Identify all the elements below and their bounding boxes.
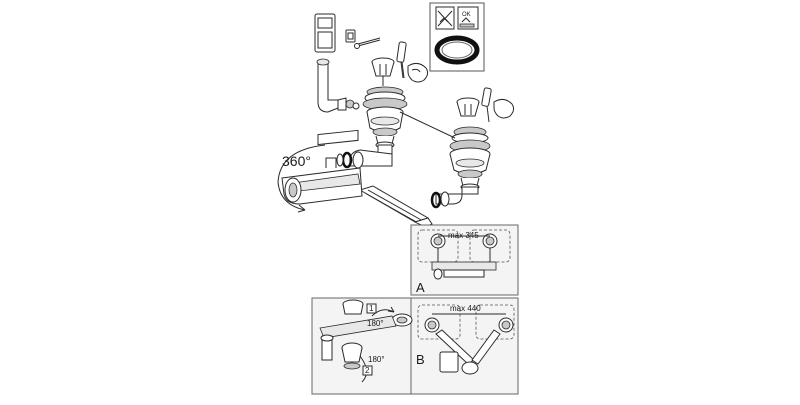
strainer-basket-left: [371, 57, 395, 86]
ok-label: OK: [462, 12, 471, 18]
overflow-pipe: [316, 58, 360, 113]
screw: [354, 37, 381, 49]
max-440-label: max 440: [450, 304, 481, 313]
siphon-trap: [281, 129, 363, 205]
variant-b-panel: max 440 B: [410, 297, 519, 395]
pipe-left-vertical: [336, 144, 393, 169]
screwdriver-icon: [481, 87, 492, 123]
leader-line: [399, 111, 456, 139]
hand-icon: [407, 62, 429, 83]
rotation-label-180-2: 180°: [368, 355, 385, 364]
rotation-panel: 180° 180° 1 2: [311, 297, 413, 395]
seal-inset: OK: [429, 2, 485, 72]
step-2-label: 2: [365, 366, 370, 375]
drain-body-left: [362, 86, 408, 149]
connecting-pipe: [358, 185, 433, 227]
rotation-arrow-360: 360°: [277, 144, 326, 213]
rotation-label-360: 360°: [282, 153, 311, 169]
step-1-label: 1: [369, 304, 374, 313]
drain-body-right: [449, 126, 491, 191]
hand-icon: [493, 98, 515, 119]
variant-b-label: B: [416, 352, 425, 367]
variant-a-panel: max 345 A: [410, 224, 519, 296]
pipe-right-elbow: [430, 186, 479, 209]
seal-ring-icon: [434, 35, 480, 65]
screwdriver-icon: [396, 41, 407, 79]
max-345-label: max 345: [448, 231, 479, 240]
rotation-label-180-1: 180°: [367, 319, 384, 328]
overflow-plate: [314, 13, 356, 53]
variant-a-label: A: [416, 280, 425, 295]
strainer-basket-right: [456, 97, 480, 117]
